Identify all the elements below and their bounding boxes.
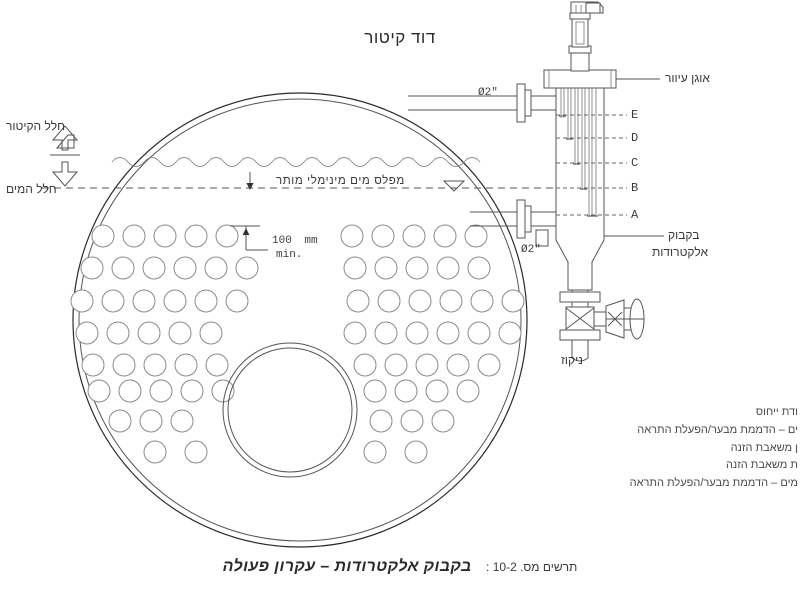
legend-line-3: ן משאבת הזנה xyxy=(730,441,798,454)
legend-line-5: מים – הדממת מבער/הפעלת התראה xyxy=(629,477,798,490)
callout-drain: ניקוז xyxy=(561,353,583,367)
steam-water-space-arrows xyxy=(50,125,80,187)
furnace-circle xyxy=(222,342,358,478)
callout-electrode-bottle-line2: אלקטרודות xyxy=(652,245,709,259)
callout-blind-flange: אוגן עיוור xyxy=(665,71,710,85)
dimension-number: 100 xyxy=(272,235,292,247)
lower-connection-pipe xyxy=(470,199,556,247)
caption-main: בקבוק אלקטרודות – עקרון פעולה xyxy=(222,558,472,575)
electrode-rods xyxy=(559,88,598,217)
electrode-label-E: E xyxy=(631,108,639,122)
legend-line-2: ים – הדממת מבער/הפעלת התראה xyxy=(637,423,798,436)
min-water-level-line xyxy=(42,172,600,192)
page-title-text: דוד קיטור xyxy=(364,28,436,47)
electrode-label-A: A xyxy=(631,208,639,222)
water-surface-wave xyxy=(111,157,481,167)
upper-connection-pipe xyxy=(408,83,556,123)
legend-line-4: ת משאבת הזנה xyxy=(725,459,798,472)
callout-electrode-bottle-line1: בקבוק xyxy=(668,228,700,242)
label-water-space: חלל המים xyxy=(6,182,57,196)
electrode-label-C: C xyxy=(631,156,639,170)
dimension-100mm xyxy=(230,225,268,251)
caption-prefix: תרשים מס. 10-2 : xyxy=(486,560,578,574)
electrode-level-leaders xyxy=(556,114,627,216)
dimension-value: 100 mm xyxy=(272,235,318,248)
page-title: דוד קיטור xyxy=(0,28,800,48)
electrode-label-B: B xyxy=(631,181,639,195)
drain-valve xyxy=(559,291,645,362)
dimension-unit: mm xyxy=(304,235,318,247)
fire-tube-group xyxy=(70,224,525,464)
figure-caption: תרשים מס. 10-2 : בקבוק אלקטרודות – עקרון… xyxy=(0,558,800,576)
pipe-label-lower: Ø2" xyxy=(521,244,541,256)
dimension-note: min. xyxy=(276,249,303,261)
pipe-label-upper: Ø2" xyxy=(478,87,498,99)
callout-leaders xyxy=(604,78,664,237)
boiler-shell xyxy=(72,92,528,548)
electrode-label-D: D xyxy=(631,131,639,145)
label-steam-space: חלל הקיטור xyxy=(6,119,65,133)
label-min-water-level: מפלס מים מינימלי מותר xyxy=(276,175,405,187)
legend-line-1: ודת ייחוס xyxy=(755,406,798,418)
legend-block: ודת ייחוס ים – הדממת מבער/הפעלת התראה ן … xyxy=(468,404,798,493)
